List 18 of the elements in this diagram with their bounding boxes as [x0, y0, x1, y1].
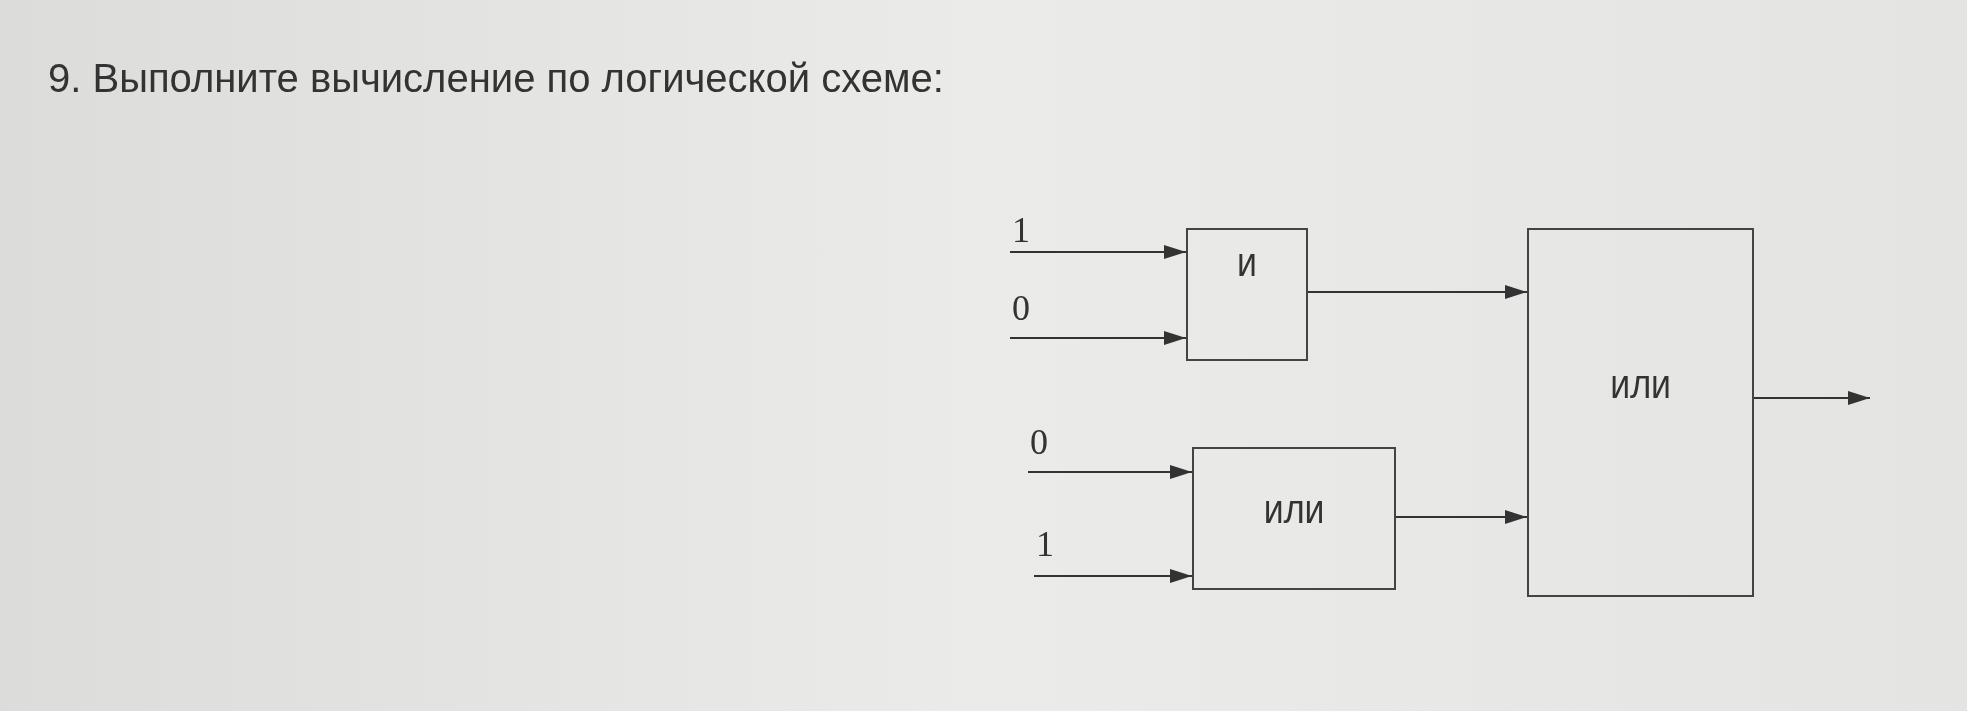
arrow	[1009, 245, 1187, 259]
logic-gate-box	[1192, 447, 1396, 590]
arrow	[1307, 285, 1528, 299]
arrow	[1753, 391, 1871, 405]
arrow	[1395, 510, 1528, 524]
input-value: 0	[1012, 290, 1030, 326]
logic-gate-box	[1186, 228, 1308, 361]
arrow	[1027, 465, 1193, 479]
gate-label: И	[1235, 248, 1259, 286]
input-value: 1	[1036, 526, 1054, 562]
title: 9. Выполните вычисление по логической схеме:	[48, 56, 944, 101]
arrow	[1033, 569, 1193, 583]
input-value: 0	[1030, 424, 1048, 460]
logic-gate-box	[1527, 228, 1754, 597]
arrow	[1009, 331, 1187, 345]
input-value: 1	[1012, 212, 1030, 248]
gate-label: ИЛИ	[1608, 370, 1673, 408]
gate-label: ИЛИ	[1262, 495, 1326, 533]
